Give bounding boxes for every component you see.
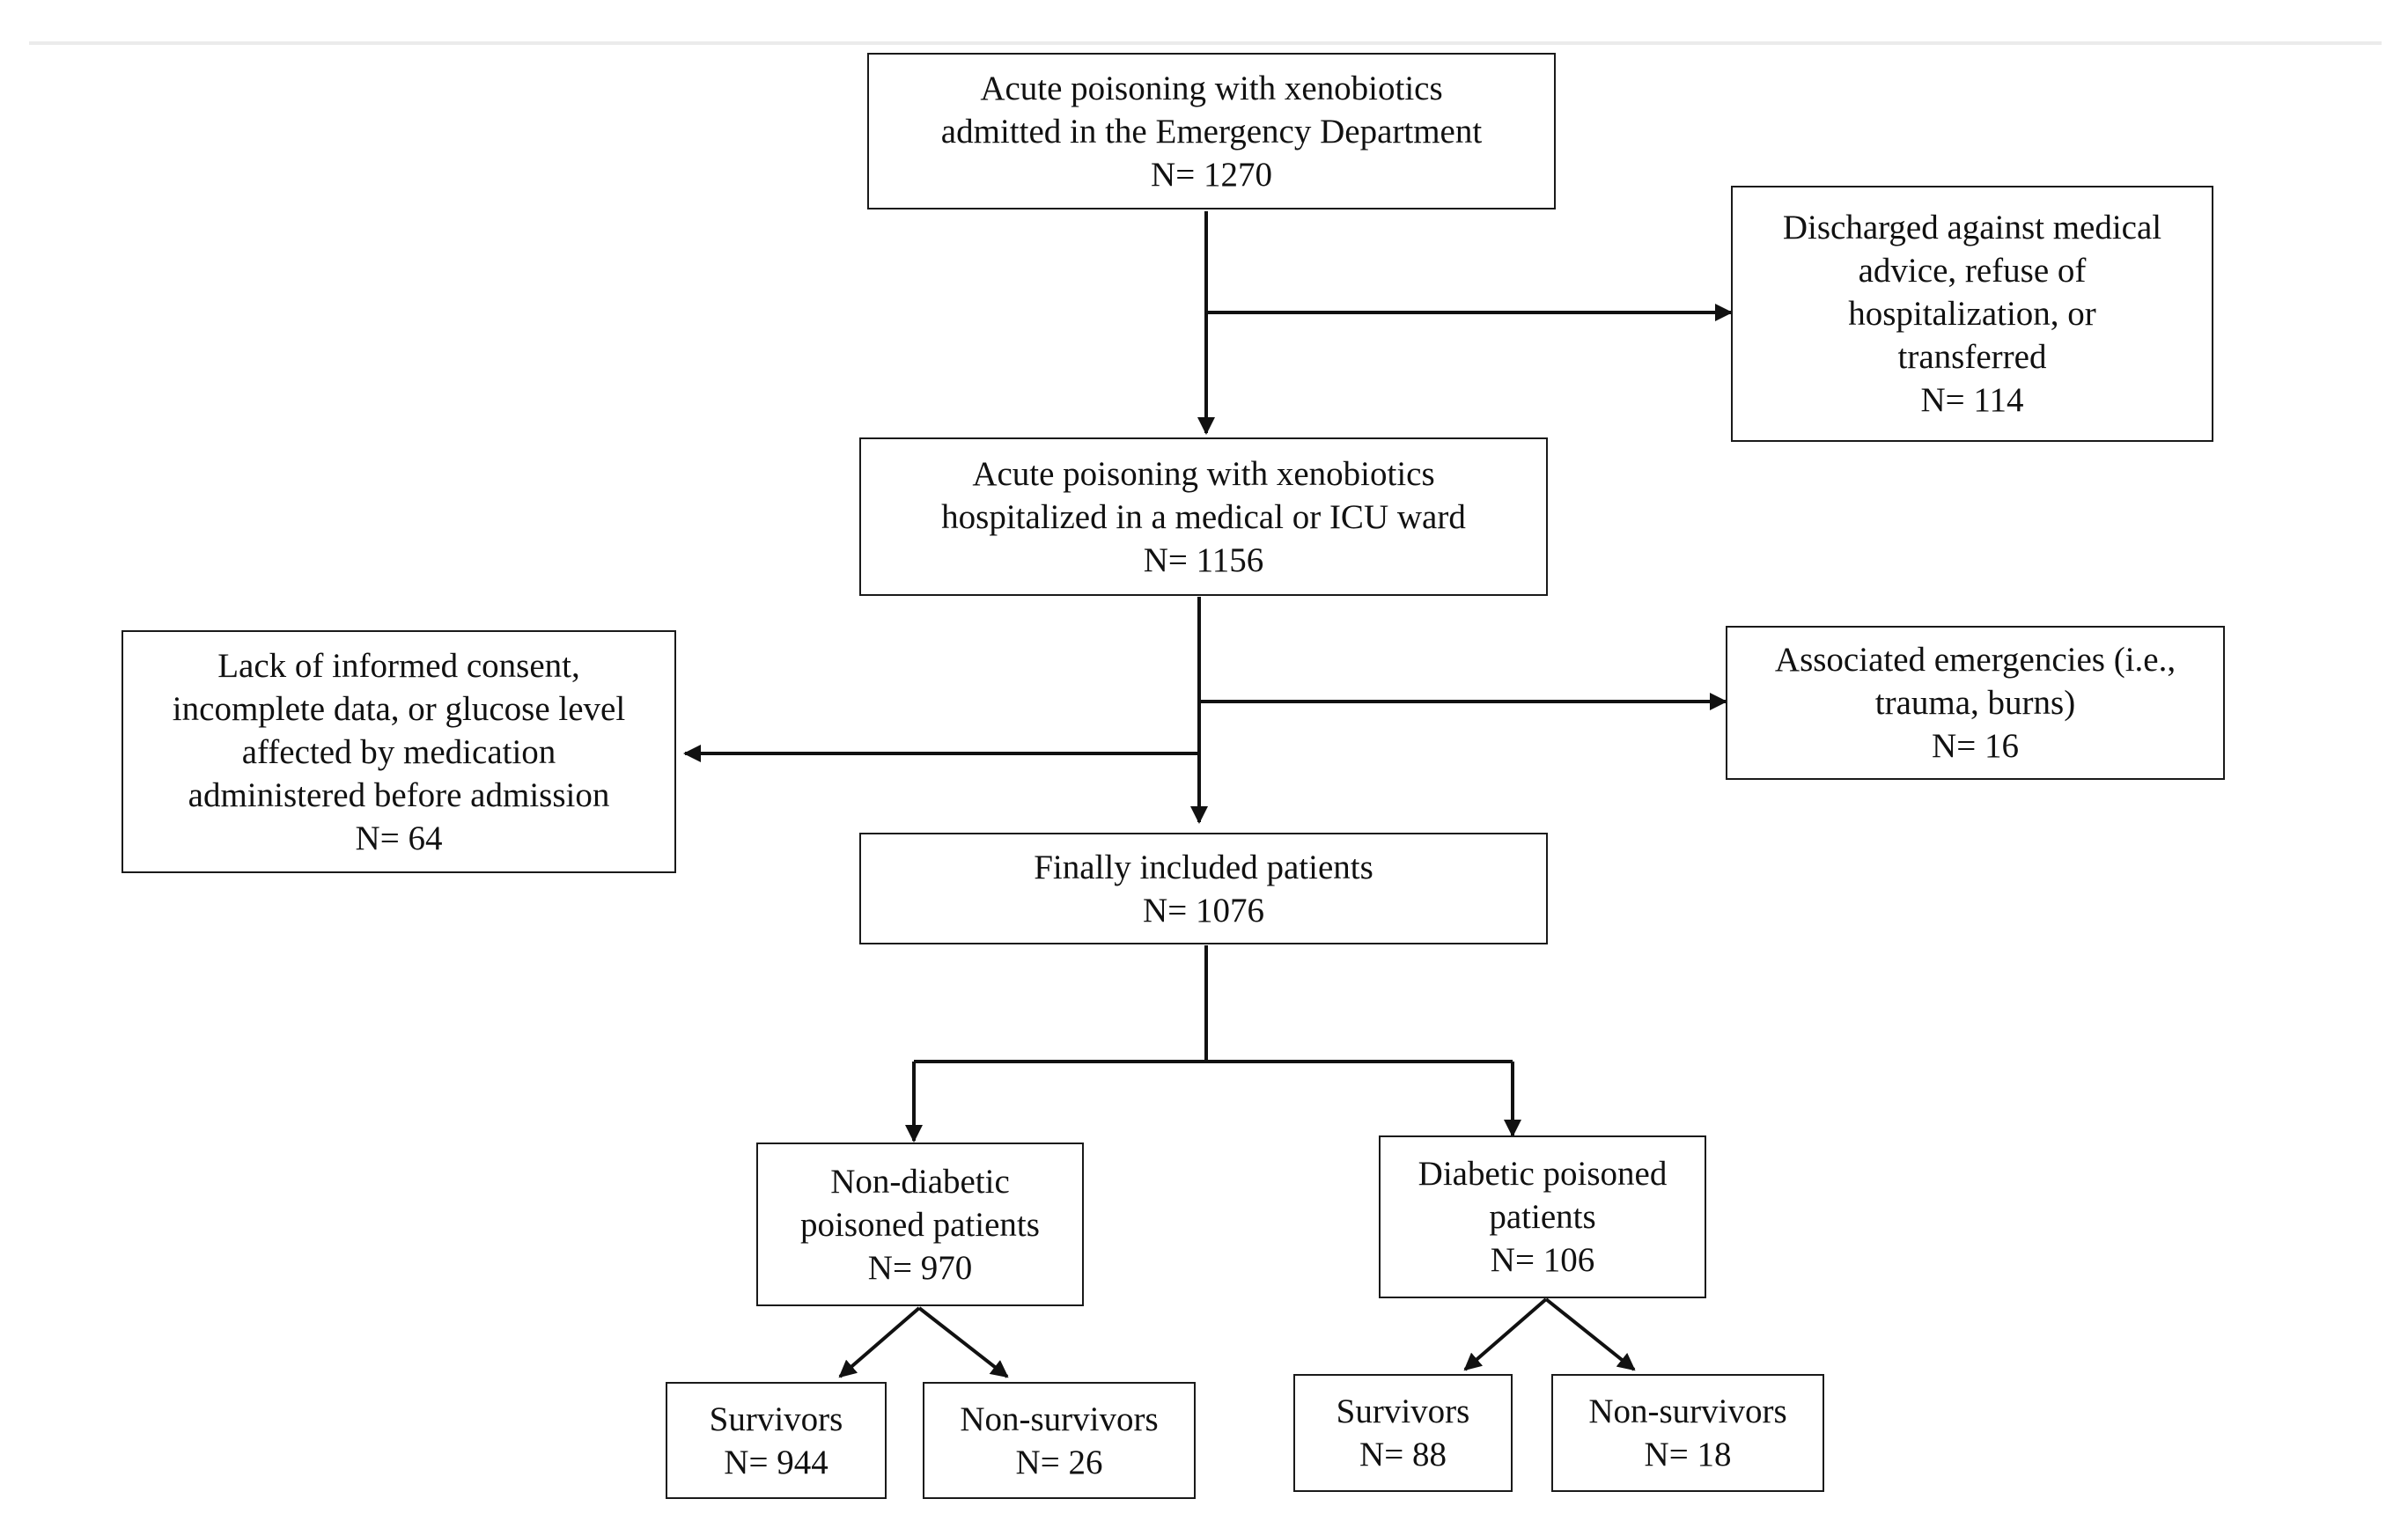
diabetic-box: Diabetic poisoned patients N= 106: [1379, 1135, 1706, 1298]
non-diabetic-box: Non-diabetic poisoned patients N= 970: [756, 1143, 1084, 1306]
box-count: N= 64: [355, 819, 443, 857]
box-text-line: Diabetic poisoned: [1418, 1155, 1668, 1193]
associated-box: Associated emergencies (i.e., trauma, bur…: [1726, 626, 2225, 780]
box-text-line: patients: [1489, 1198, 1596, 1236]
box-text-line: admitted in the Emergency Department: [940, 112, 1483, 151]
arrow-nd-to-non-survivors: [917, 1306, 1009, 1378]
box-count: N= 1076: [1143, 891, 1264, 930]
box-count: N= 88: [1359, 1436, 1447, 1473]
discharged-box: Discharged against medical advice, refuse…: [1731, 186, 2213, 442]
arrow-d-to-survivors: [1463, 1297, 1548, 1371]
included-box: Finally included patients N= 1076: [859, 833, 1548, 944]
box-text-line: trauma, burns): [1874, 684, 2076, 722]
nd-survivors-box: Survivors N= 944: [666, 1382, 887, 1499]
box-text-line: Non-survivors: [960, 1400, 1159, 1438]
box-text-line: poisoned patients: [800, 1205, 1040, 1244]
box-count: N= 16: [1932, 727, 2019, 765]
box-text-line: affected by medication: [241, 732, 556, 771]
box-text-line: Survivors: [709, 1400, 843, 1438]
box-text-line: Discharged against medical: [1782, 209, 2162, 246]
arrow-d-to-non-survivors: [1544, 1297, 1636, 1371]
box-count: N= 26: [1015, 1443, 1103, 1481]
box-text-line: Survivors: [1336, 1392, 1470, 1430]
box-text-line: Acute poisoning with xenobiotics: [980, 69, 1443, 107]
box-count: N= 106: [1490, 1241, 1595, 1279]
lack-consent-box: Lack of informed consent, incomplete data…: [122, 630, 676, 873]
box-count: N= 970: [867, 1248, 973, 1287]
box-count: N= 114: [1920, 381, 2024, 419]
box-text-line: hospitalization, or: [1848, 295, 2096, 333]
box-text-line: Associated emergencies (i.e.,: [1774, 641, 2176, 679]
box-count: N= 1156: [1143, 540, 1264, 579]
nd-non-survivors-box: Non-survivors N= 26: [923, 1382, 1196, 1499]
arrow-nd-to-survivors: [838, 1306, 921, 1378]
d-survivors-box: Survivors N= 88: [1293, 1374, 1513, 1492]
box-text-line: advice, refuse of: [1858, 252, 2087, 290]
box-text-line: administered before admission: [188, 775, 610, 814]
box-text-line: Non-survivors: [1588, 1392, 1787, 1430]
box-count: N= 18: [1644, 1436, 1732, 1473]
box-text-line: Finally included patients: [1034, 848, 1373, 886]
box-text-line: Acute poisoning with xenobiotics: [972, 454, 1435, 493]
admitted-box: Acute poisoning with xenobiotics admitted…: [867, 53, 1556, 209]
box-count: N= 944: [724, 1443, 828, 1481]
box-text-line: Lack of informed consent,: [217, 646, 580, 685]
box-text-line: hospitalized in a medical or ICU ward: [941, 497, 1466, 536]
hospitalized-box: Acute poisoning with xenobiotics hospital…: [859, 437, 1548, 596]
box-text-line: incomplete data, or glucose level: [172, 689, 626, 728]
box-text-line: transferred: [1897, 338, 2047, 376]
d-non-survivors-box: Non-survivors N= 18: [1551, 1374, 1824, 1492]
top-divider: [29, 41, 2382, 45]
box-count: N= 1270: [1151, 155, 1272, 194]
box-text-line: Non-diabetic: [830, 1162, 1010, 1201]
